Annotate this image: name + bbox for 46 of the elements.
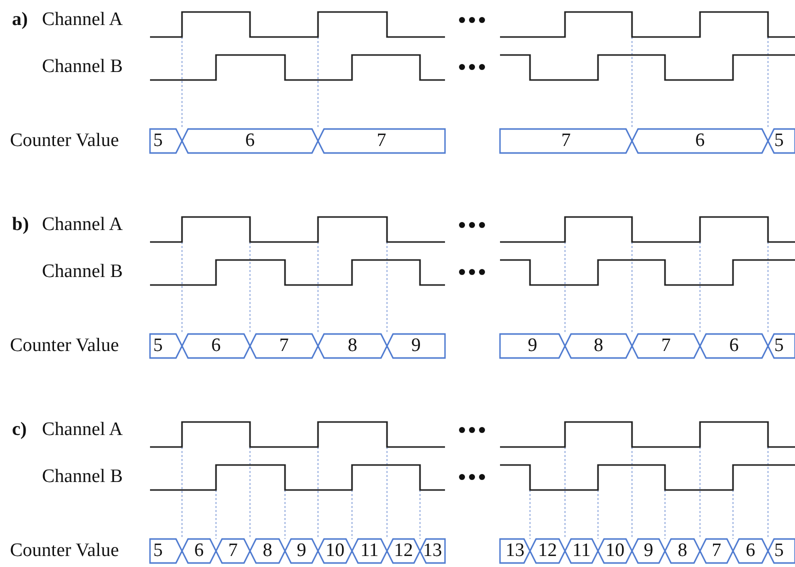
counter-value: 6 [695, 130, 705, 152]
channel-label: Channel A [42, 214, 123, 236]
counter-value: 12 [394, 540, 413, 562]
counter-label: Counter Value [10, 335, 119, 357]
channel-label: Channel B [42, 56, 123, 78]
counter-value: 12 [538, 540, 557, 562]
counter-value: 6 [194, 540, 204, 562]
counter-value: 8 [678, 540, 688, 562]
counter-value: 5 [774, 540, 784, 562]
counter-value: 7 [279, 335, 289, 357]
counter-value: 8 [262, 540, 272, 562]
counter-value: 13 [506, 540, 524, 562]
channel-label: Channel B [42, 261, 123, 283]
counter-value: 11 [360, 540, 379, 562]
counter-value: 6 [746, 540, 756, 562]
channel-label: Channel A [42, 9, 123, 31]
counter-value: 7 [661, 335, 671, 357]
counter-label: Counter Value [10, 130, 119, 152]
counter-value: 6 [729, 335, 739, 357]
counter-value: 6 [211, 335, 221, 357]
counter-value: 5 [774, 130, 784, 152]
counter-value: 5 [153, 540, 163, 562]
counter-value: 5 [153, 130, 163, 152]
counter-value: 7 [561, 130, 571, 152]
counter-value: 6 [245, 130, 255, 152]
panel-letter: b) [12, 214, 29, 236]
counter-value: 9 [528, 335, 538, 357]
counter-value: 5 [153, 335, 163, 357]
counter-value: 8 [348, 335, 358, 357]
counter-value: 10 [326, 540, 344, 562]
counter-value: 7 [376, 130, 386, 152]
counter-value: 5 [774, 335, 784, 357]
counter-value: 9 [411, 335, 421, 357]
counter-value: 11 [572, 540, 591, 562]
counter-value: 13 [423, 540, 442, 562]
channel-label: Channel B [42, 466, 123, 488]
counter-value: 7 [712, 540, 722, 562]
counter-value: 8 [594, 335, 604, 357]
panel-letter: c) [12, 419, 27, 441]
counter-value: 9 [296, 540, 306, 562]
counter-value: 10 [606, 540, 624, 562]
panel-letter: a) [12, 9, 28, 31]
counter-value: 9 [644, 540, 654, 562]
counter-value: 7 [228, 540, 238, 562]
counter-label: Counter Value [10, 540, 119, 562]
channel-label: Channel A [42, 419, 123, 441]
